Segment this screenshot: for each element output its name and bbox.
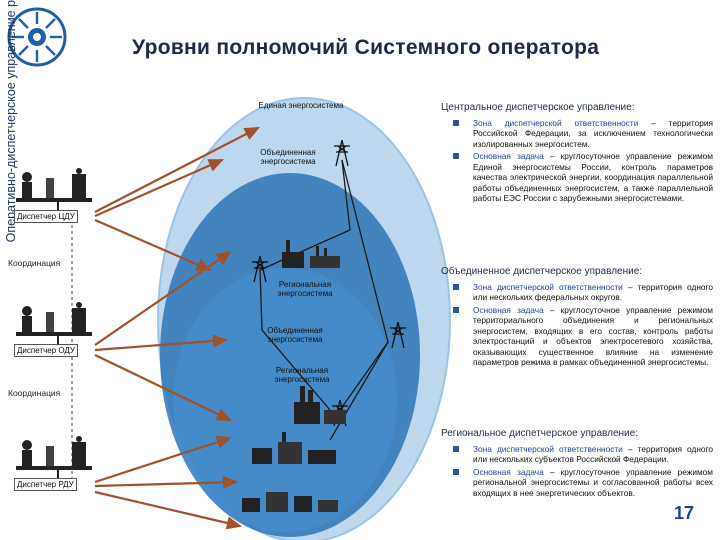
bullet-icon [453,445,459,452]
panel-regional: Региональное диспетчерское управление: З… [441,428,713,500]
unified-energy-system-label: Единая энергосистема [258,101,344,110]
power-tower-icon [390,322,406,348]
control-arrows [94,126,260,530]
page-number: 17 [674,503,695,523]
power-plant-icon [282,240,340,268]
power-plant-icon [242,492,338,512]
list-item: Основная задача – круглосуточное управле… [441,305,713,368]
united-energy-system-label-1: Объединенная энергосистема [260,148,316,167]
page-title: Уровни полномочий Системного оператора [132,36,600,59]
arrow [94,435,233,484]
panel-central-heading: Центральное диспетчерское управление: [441,102,635,113]
dispatcher-desk-icon [16,168,92,210]
arrow [94,250,232,346]
list-item: Зона диспетчерской ответственности – тер… [441,444,713,465]
arrow [94,158,225,218]
united-energy-system-label-2: Объединенная энергосистема [267,326,323,345]
dispatcher-desk-icon [16,302,92,344]
power-tower-icon [334,140,350,166]
arrow [94,218,213,272]
arrow [94,334,229,352]
dispatcher-odu-label: Диспетчер ОДУ [14,344,78,357]
bullet-icon [453,153,459,160]
list-item: Зона диспетчерской ответственности – тер… [441,118,713,150]
bullet-icon [453,306,459,313]
arrow [94,354,232,421]
bullet-icon [453,468,459,475]
bullet-icon [453,119,459,126]
list-item: Основная задача – круглосуточное управле… [441,467,713,499]
dispatcher-cdu-label: Диспетчер ЦДУ [14,210,78,223]
bullet-icon [453,283,459,290]
coordination-label-2: Координация [8,388,61,398]
panel-united-heading: Объединенное диспетчерское управление: [441,266,643,277]
regional-band-ellipse [173,268,397,532]
regional-energy-system-label-1: Региональная энергосистема [277,280,333,299]
dispatcher-desk-icon [16,436,92,478]
power-plant-icon [252,432,336,464]
regional-energy-system-label-2: Региональная энергосистема [274,366,330,385]
arrow [94,475,239,489]
list-item: Основная задача – круглосуточное управле… [441,151,713,204]
arrow [94,126,260,213]
panel-central: Центральное диспетчерское управление: Зо… [441,102,713,206]
coordination-label-1: Координация [8,258,61,268]
logo-sun-icon [7,7,67,67]
dispatcher-rdu-label: Диспетчер РДУ [14,478,77,491]
power-tower-icon [252,256,268,282]
arrow [94,490,243,530]
list-item: Зона диспетчерской ответственности – тер… [441,282,713,303]
panel-regional-heading: Региональное диспетчерское управление: [441,428,638,439]
power-plant-icon [294,386,346,424]
panel-united: Объединенное диспетчерское управление: З… [441,266,713,370]
